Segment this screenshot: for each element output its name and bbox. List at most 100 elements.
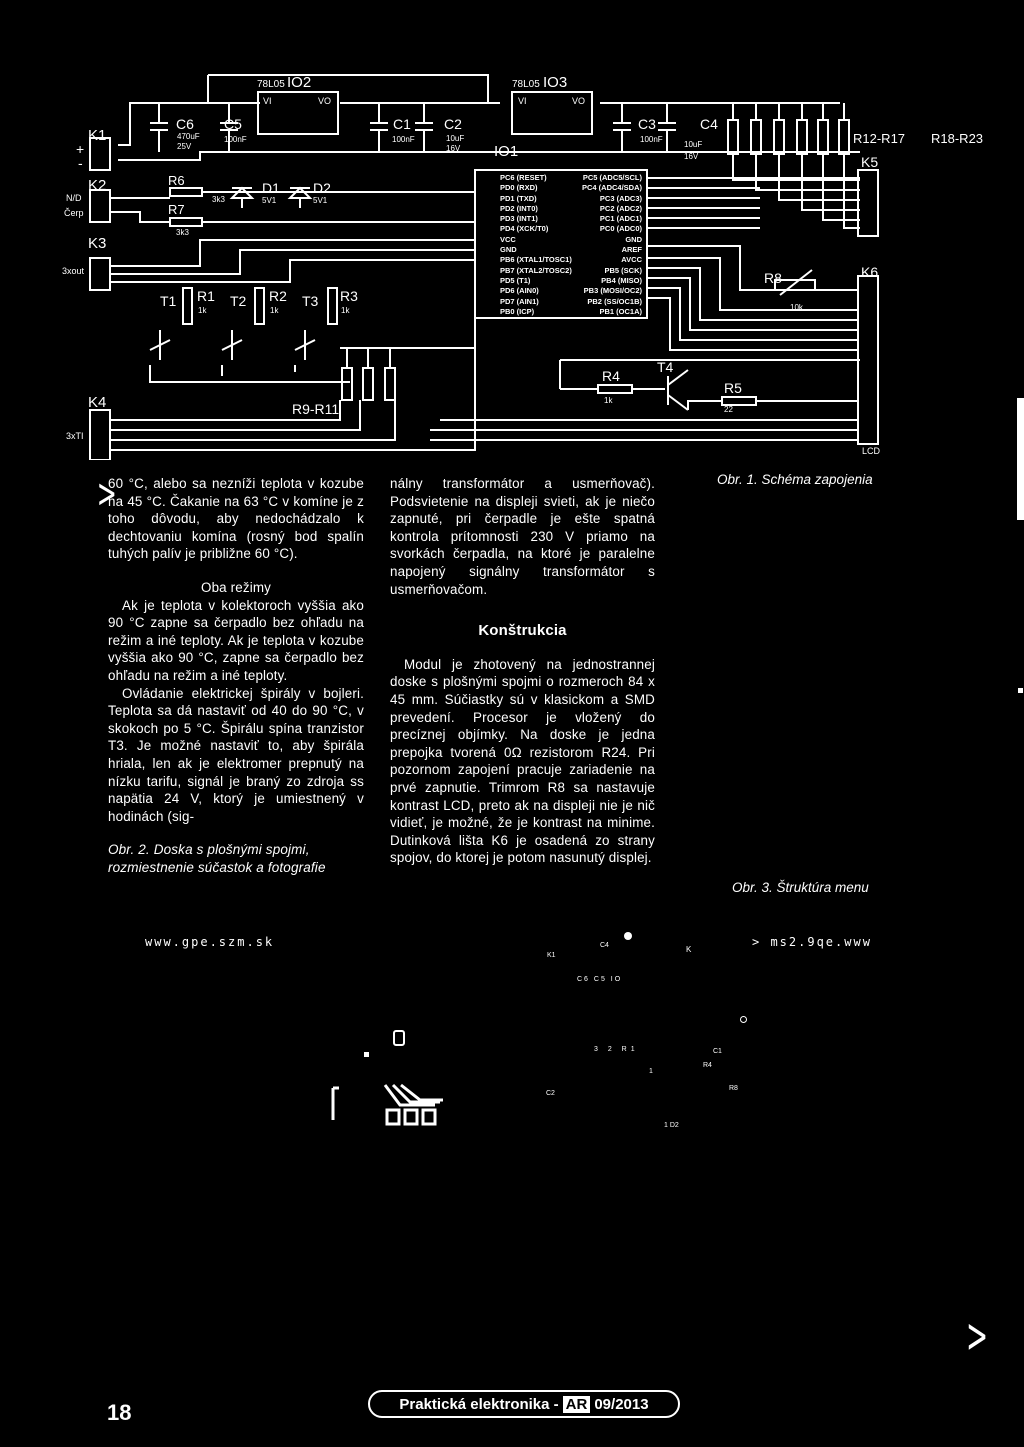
d1-value: 5V1: [262, 196, 277, 205]
k3-xout: 3xout: [62, 266, 85, 276]
pin-15: PB1 (OC1A): [599, 306, 642, 316]
pin-25: PC2 (ADC2): [599, 203, 642, 213]
r9-r11-label: R9-R11: [292, 401, 340, 417]
pcb-c6-c5-io: C6 C5 IO: [577, 976, 623, 983]
r8-value: 10k: [790, 303, 803, 312]
pin-12: PD6 (AIN0): [500, 286, 539, 296]
pcb-pad: [393, 1030, 405, 1046]
t4-label: T4: [657, 359, 674, 375]
k4-xti: 3xTI: [66, 431, 84, 441]
k3-label: K3: [88, 235, 107, 252]
fig2-caption-line1: Obr. 2. Doska s plošnými spojmi,: [108, 842, 310, 858]
fig3-caption: Obr. 3. Štruktúra menu: [732, 880, 869, 895]
pin-20: AVCC: [621, 255, 642, 265]
pcb-c1: C1: [713, 1048, 722, 1055]
ic3-vo: VO: [572, 96, 586, 106]
r5-label: R5: [724, 380, 742, 396]
pcb-k: K: [686, 945, 692, 954]
r3-value: 1k: [341, 306, 350, 315]
pin-19: PB5 (SCK): [604, 265, 642, 275]
ic1-label: IO1: [494, 143, 519, 160]
c6-voltage: 25V: [177, 142, 192, 151]
k2-nd: N/D: [66, 193, 82, 203]
r4-value: 1k: [604, 396, 613, 405]
pin-2: PD0 (RXD): [500, 183, 538, 193]
k5-label: K5: [861, 154, 879, 170]
r18-r23-label: R18-R23: [931, 131, 984, 146]
pin-6: PD4 (XCK/T0): [500, 224, 549, 234]
pin-18: PB4 (MISO): [601, 275, 642, 285]
pcb-url-mirrored: > ms2.9qe.www: [752, 935, 872, 949]
pin-7: VCC: [500, 234, 516, 244]
k1-label: K1: [88, 127, 107, 144]
pin-26: PC3 (ADC3): [599, 193, 642, 203]
col2-paragraph-1: nálny transformátor a usmerňovač). Podsv…: [390, 476, 655, 597]
c6-value: 470uF: [177, 132, 200, 141]
c6-label: C6: [176, 116, 194, 132]
text-column-2: nálny transformátor a usmerňovač). Podsv…: [390, 475, 655, 867]
ic3-vi: VI: [518, 96, 527, 106]
pin-22: GND: [625, 234, 642, 244]
fig1-caption: Obr. 1. Schéma zapojenia: [717, 472, 873, 487]
t3-label: T3: [302, 293, 319, 309]
pin-14: PB0 (ICP): [500, 306, 535, 316]
col1-paragraph-2: Ak je teplota v kolektoroch vyššia ako 9…: [108, 597, 364, 683]
pcb-dot: [624, 932, 632, 940]
c2-value: 10uF: [446, 134, 465, 143]
r5-value: 22: [724, 405, 733, 414]
pin-23: PC0 (ADC0): [599, 224, 642, 234]
text-column-1: 60 °C, alebo sa nezníži teplota v kozube…: [108, 475, 364, 876]
ic3-label: IO3: [543, 74, 568, 91]
page-number: 18: [107, 1400, 132, 1425]
k6-label: K6: [861, 264, 879, 280]
ic1-right-pins: PC5 (ADC5/SCL) PC4 (ADC4/SDA) PC3 (ADC3)…: [572, 173, 642, 317]
ic2-label: IO2: [287, 74, 312, 91]
edge-mark: [1017, 398, 1024, 520]
pcb-one: 1: [649, 1068, 653, 1075]
c4-label: C4: [700, 116, 718, 132]
ic1-left-pins: PC6 (RESET) PD0 (RXD) PD1 (TXD) PD2 (INT…: [500, 173, 572, 317]
c2-voltage: 16V: [446, 144, 461, 153]
c2-label: C2: [444, 116, 462, 132]
pin-16: PB2 (SS/OC1B): [587, 296, 642, 306]
k4-label: K4: [88, 394, 107, 411]
k2-cerp: Čerp: [64, 208, 84, 218]
d2-value: 5V1: [313, 196, 328, 205]
r12-r17-label: R12-R17: [853, 131, 906, 146]
pin-9: PB6 (XTAL1/TOSC1): [500, 255, 572, 265]
c3-label: C3: [638, 116, 656, 132]
c3-value: 100nF: [640, 135, 663, 144]
pcb-url: www.gpe.szm.sk: [145, 935, 275, 949]
r2-value: 1k: [270, 306, 279, 315]
pin-11: PD5 (T1): [500, 275, 531, 285]
pcb-square: [364, 1052, 369, 1057]
magazine-banner: Praktická elektronika - AR 09/2013: [368, 1390, 680, 1418]
d2-label: D2: [313, 180, 331, 196]
pcb-r8: R8: [729, 1085, 738, 1092]
pcb-c4: C4: [600, 942, 609, 949]
ic2-type: 78L05: [257, 79, 285, 90]
pcb-c2: C2: [546, 1090, 555, 1097]
r2-label: R2: [269, 288, 287, 304]
k2-label: K2: [88, 177, 107, 194]
pin-24: PC1 (ADC1): [599, 214, 642, 224]
r7-label: R7: [168, 202, 185, 217]
pin-4: PD2 (INT0): [500, 203, 538, 213]
schematic-labels: 78L05 IO2 78L05 IO3 VI VO VI VO IO1 K1 +…: [0, 0, 1024, 460]
pcb-ring: [740, 1016, 747, 1023]
r4-label: R4: [602, 368, 620, 384]
r7-value: 3k3: [176, 228, 189, 237]
pin-28: PC5 (ADC5/SCL): [582, 173, 642, 182]
col1-paragraph-3: Ovládanie elektrickej špirály v bojleri.…: [108, 685, 364, 824]
magazine-name: Praktická elektronika -: [399, 1395, 559, 1413]
r6-label: R6: [168, 173, 185, 188]
pcb-r4: R4: [703, 1062, 712, 1069]
d1-label: D1: [262, 180, 280, 196]
pin-8: GND: [500, 245, 517, 255]
col1-paragraph-1: 60 °C, alebo sa nezníži teplota v kozube…: [108, 476, 364, 562]
c5-value: 100nF: [224, 135, 247, 144]
k1-plus: +: [76, 141, 85, 157]
pin-13: PD7 (AIN1): [500, 296, 539, 306]
r1-label: R1: [197, 288, 215, 304]
k1-minus: -: [78, 155, 83, 171]
